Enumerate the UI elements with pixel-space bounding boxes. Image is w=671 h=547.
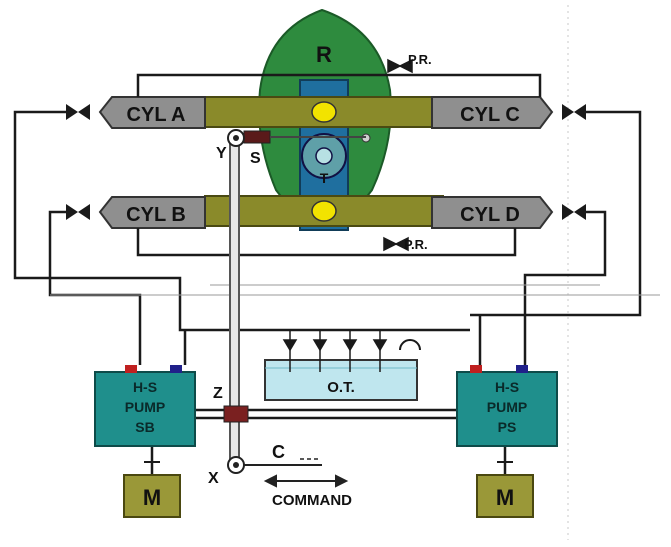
motor-ps-label: M: [496, 485, 514, 510]
pump-ps: [456, 371, 558, 447]
link-s: [243, 130, 271, 144]
pump-sb: [94, 371, 196, 447]
relief-valve-top-label: P.R.: [408, 52, 432, 67]
cylinder-c: [431, 96, 554, 129]
command-arrow: [263, 474, 349, 488]
port-valves: [66, 104, 586, 220]
cylinder-d: [431, 196, 554, 229]
rudder-label: R: [316, 42, 332, 67]
pump-sb-port-red: [125, 365, 137, 373]
ram-pin-bottom: [311, 200, 337, 222]
motor-sb: [123, 474, 181, 518]
oil-tank-label: O.T.: [327, 379, 355, 396]
motor-ps: [476, 474, 534, 518]
pivot-x-center: [233, 462, 239, 468]
pump-link-z: [223, 405, 249, 423]
pump-sb-line1: H-S: [133, 379, 157, 395]
pump-ps-port-blue: [516, 365, 528, 373]
cylinder-d-label: CYL D: [460, 204, 520, 226]
point-c-label: C: [272, 442, 285, 462]
cylinder-a-label: CYL A: [127, 104, 186, 126]
ram-pin-top: [311, 101, 337, 123]
pump-ps-line2: PUMP: [487, 399, 527, 415]
cylinder-c-label: CYL C: [460, 104, 520, 126]
tank-vent: [399, 339, 421, 351]
pump-ps-line3: PS: [498, 419, 517, 435]
point-x-label: X: [208, 470, 219, 487]
pivot-y-center: [233, 135, 239, 141]
pump-ps-port-red: [470, 365, 482, 373]
pump-sb-port-blue: [170, 365, 182, 373]
tiller-center: [315, 147, 333, 165]
point-z-label: Z: [213, 385, 223, 402]
point-s-label: S: [250, 150, 261, 167]
command-label: COMMAND: [272, 492, 352, 509]
relief-valve-bottom-label: P.R.: [404, 237, 428, 252]
pump-ps-line1: H-S: [495, 379, 519, 395]
motor-sb-label: M: [143, 485, 161, 510]
cylinder-b-label: CYL B: [126, 204, 186, 226]
point-y-label: Y: [216, 145, 227, 162]
tiller-label: T: [320, 170, 329, 186]
cylinder-b: [98, 196, 206, 229]
pump-sb-line2: PUMP: [125, 399, 165, 415]
cylinder-a: [98, 96, 206, 129]
relief-valve-bottom: [383, 236, 409, 252]
return-lines: [50, 284, 660, 296]
tank-check-valves: [282, 330, 388, 372]
pump-sb-line3: SB: [135, 419, 154, 435]
relief-valve-top: [380, 58, 420, 76]
